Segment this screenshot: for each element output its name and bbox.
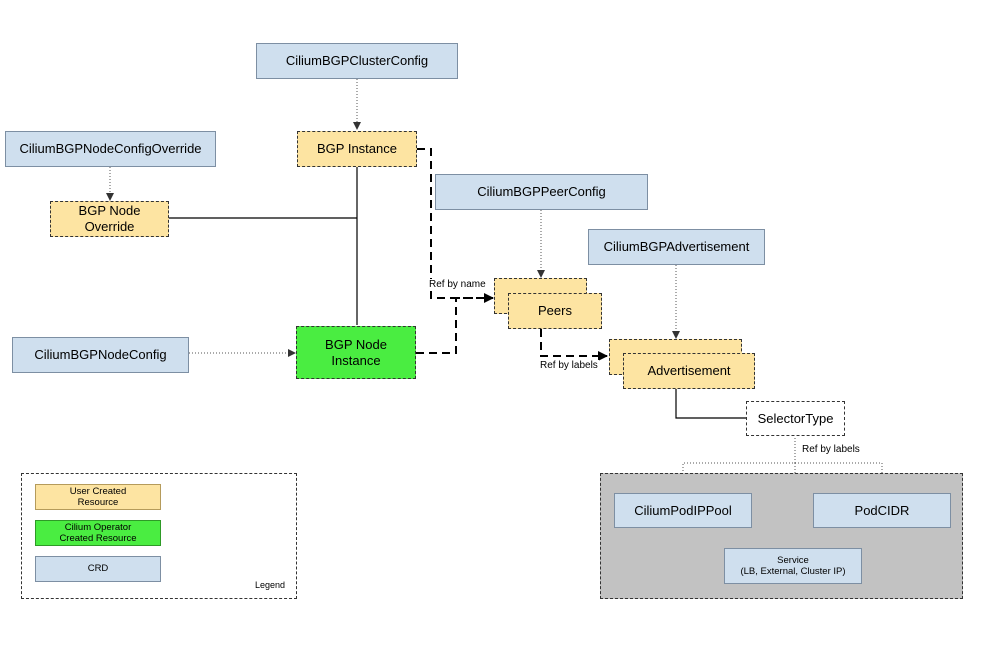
bgp-node-instance: BGP Node Instance — [296, 326, 416, 379]
cilium-bgp-advertisement-crd: CiliumBGPAdvertisement — [588, 229, 765, 265]
selector-type: SelectorType — [746, 401, 845, 436]
cilium-bgp-node-config: CiliumBGPNodeConfig — [12, 337, 189, 373]
edge-instance-ref-peers — [417, 148, 494, 303]
cilium-pod-ip-pool: CiliumPodIPPool — [614, 493, 752, 528]
edge-node-instance-ref-peers — [416, 297, 493, 354]
pod-cidr: PodCIDR — [813, 493, 951, 528]
service: Service (LB, External, Cluster IP) — [724, 548, 862, 584]
legend-crd: CRD — [35, 556, 161, 582]
edge-peers-ref-advertisement — [540, 329, 608, 361]
legend-title: Legend — [254, 580, 287, 590]
advertisement: Advertisement — [623, 353, 755, 389]
edge-label-ref-by-name: Ref by name — [428, 279, 487, 290]
cilium-bgp-cluster-config: CiliumBGPClusterConfig — [256, 43, 458, 79]
edge-selector-to-podcidr — [795, 462, 886, 494]
cilium-bgp-node-config-override: CiliumBGPNodeConfigOverride — [5, 131, 216, 167]
cilium-bgp-peer-config: CiliumBGPPeerConfig — [435, 174, 648, 210]
edge-label-ref-by-labels-peers: Ref by labels — [539, 360, 599, 371]
edge-advertisement-to-selector — [675, 389, 746, 419]
bgp-instance: BGP Instance — [297, 131, 417, 167]
edge-label-ref-by-labels-selector: Ref by labels — [801, 444, 861, 455]
peers: Peers — [508, 293, 602, 329]
edge-selector-to-pool — [679, 438, 796, 494]
legend-operator-created: Cilium Operator Created Resource — [35, 520, 161, 546]
legend-user-created: User Created Resource — [35, 484, 161, 510]
bgp-node-override: BGP Node Override — [50, 201, 169, 237]
